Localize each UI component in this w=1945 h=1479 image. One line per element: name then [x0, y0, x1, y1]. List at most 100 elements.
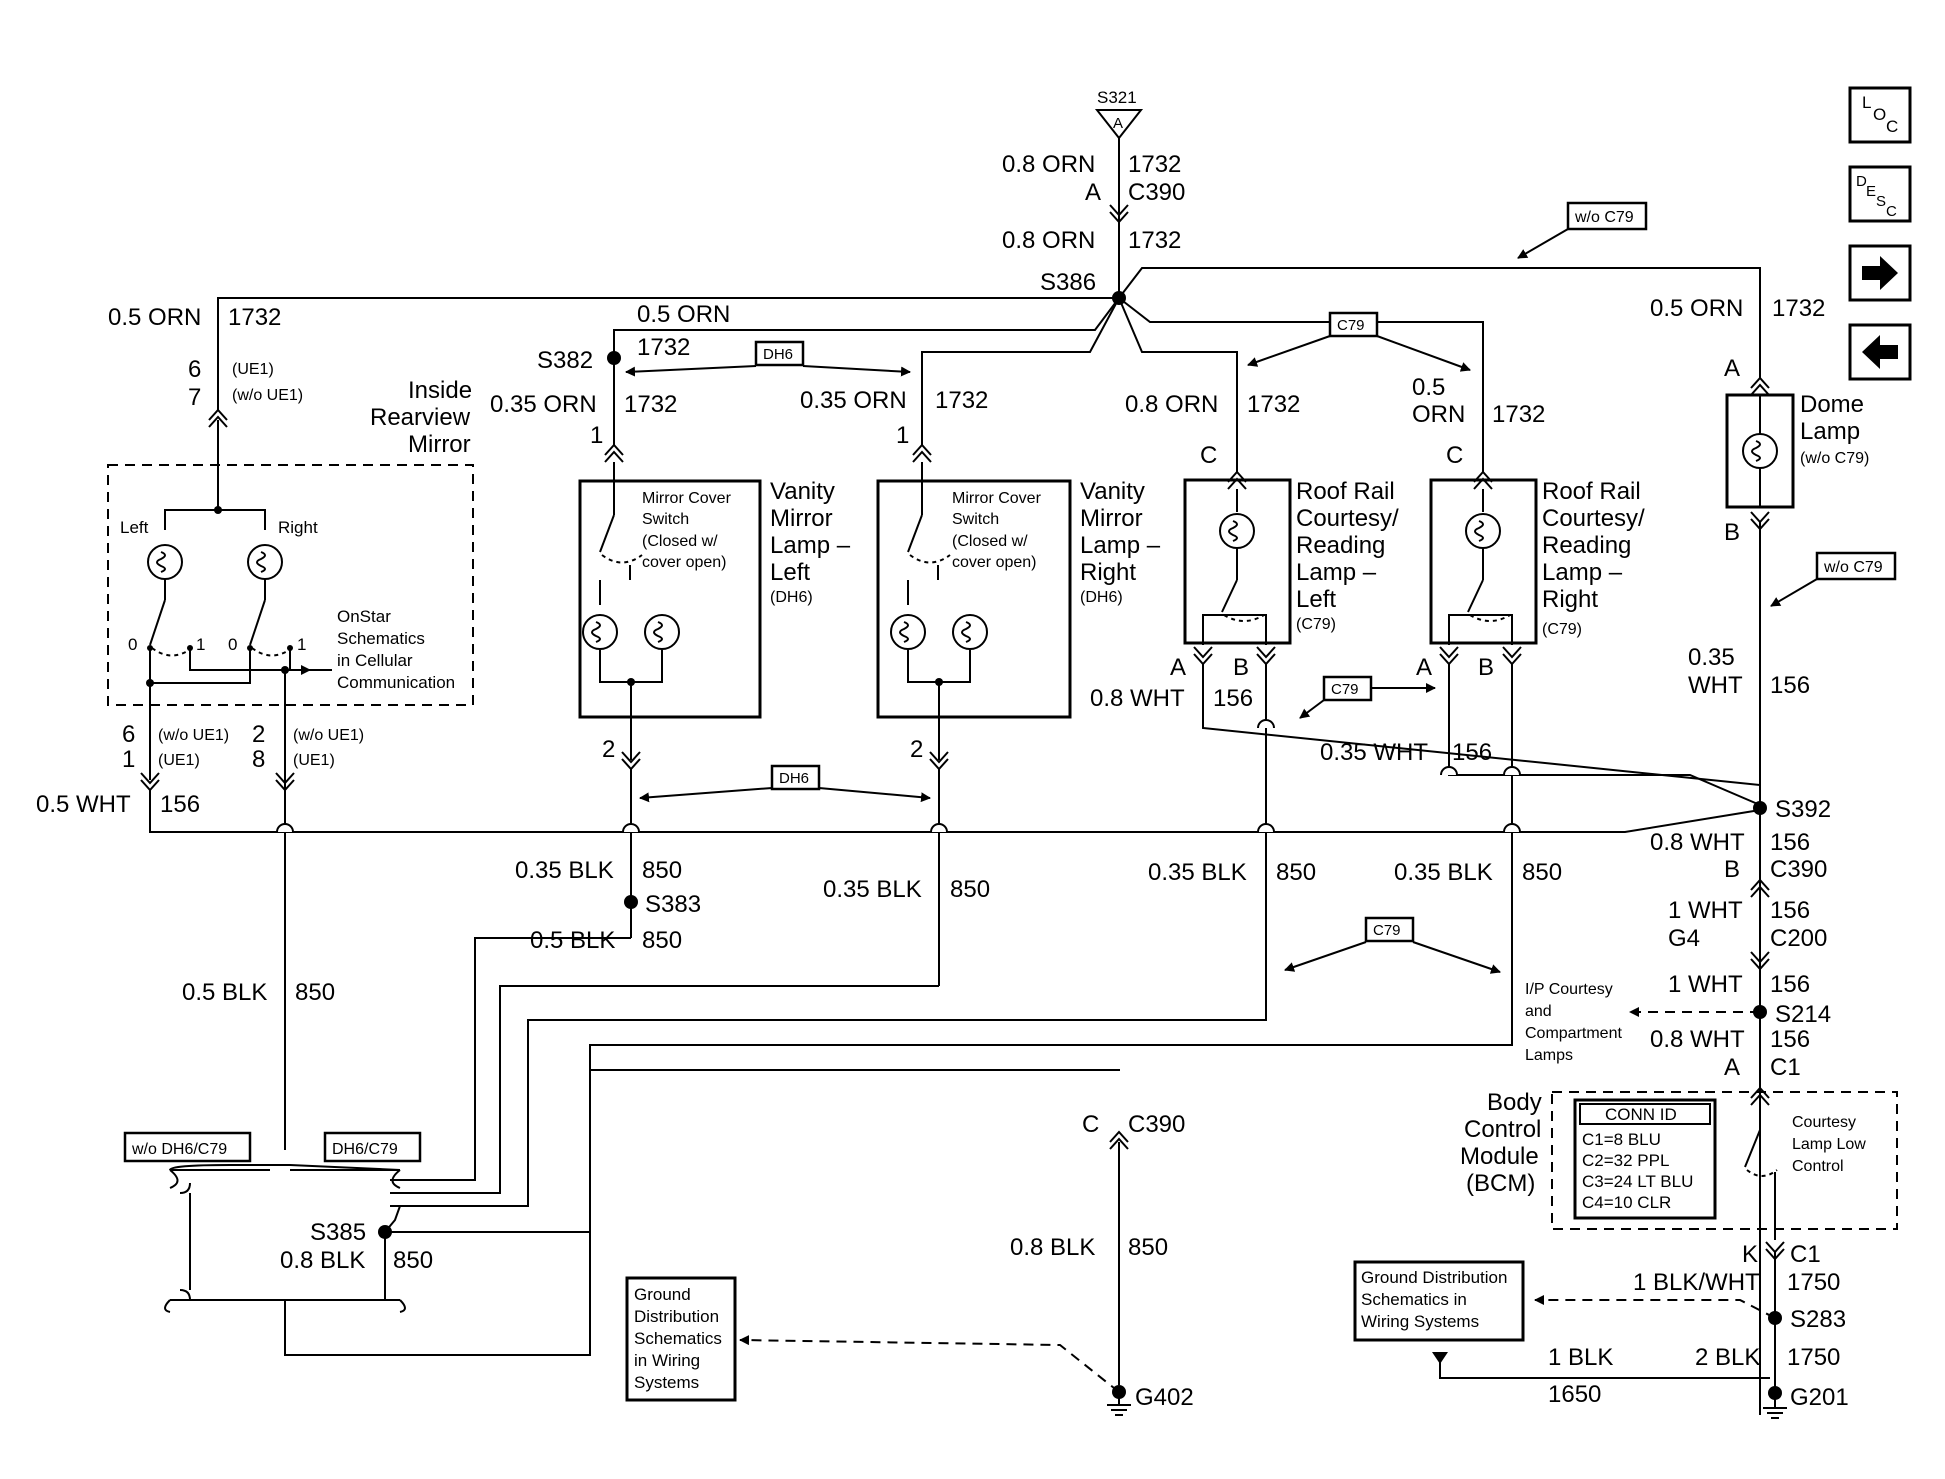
next-button[interactable]	[1848, 244, 1912, 302]
diagram-label: cover open)	[642, 554, 727, 571]
diagram-label: Control	[1464, 1116, 1541, 1143]
diagram-label: C390	[1128, 179, 1185, 206]
diagram-label: ORN	[1412, 401, 1465, 428]
diagram-label: w/o DH6/C79	[131, 1141, 227, 1158]
diagram-label: Ground Distribution	[1361, 1268, 1507, 1287]
diagram-label: 156	[1770, 971, 1810, 998]
bcm-box	[1551, 1091, 1898, 1230]
diagram-label: 6	[122, 721, 135, 748]
diagram-label: Courtesy/	[1296, 505, 1399, 532]
diagram-label: 1650	[1548, 1381, 1601, 1408]
diagram-label: Schematics	[634, 1329, 722, 1348]
desc-button[interactable]: D E S C	[1848, 165, 1912, 223]
diagram-label: 1750	[1787, 1344, 1840, 1371]
diagram-label: S	[1876, 193, 1886, 210]
diagram-label: Schematics	[337, 629, 425, 648]
ground-icon-g402	[1107, 1404, 1131, 1416]
diagram-label: G201	[1790, 1384, 1849, 1411]
diagram-label: (C79)	[1296, 616, 1336, 633]
diagram-label: Module	[1460, 1143, 1539, 1170]
diagram-label: DH6/C79	[332, 1141, 398, 1158]
diagram-label: 1	[896, 422, 909, 449]
diagram-label: (UE1)	[293, 752, 335, 769]
diagram-label: 0.35 BLK	[823, 876, 922, 903]
diagram-label: 850	[1128, 1234, 1168, 1261]
diagram-label: K	[1742, 1241, 1758, 1268]
diagram-label: B	[1724, 856, 1740, 883]
diagram-label: Ground	[634, 1285, 691, 1304]
diagram-label: in Cellular	[337, 651, 413, 670]
diagram-label: C1=8 BLU	[1582, 1130, 1661, 1149]
diagram-label: 156	[1452, 739, 1492, 766]
diagram-label: and	[1525, 1003, 1552, 1020]
diagram-label: 1732	[624, 391, 677, 418]
splice-s321-symbol	[1094, 109, 1144, 140]
arrow-right-icon	[1862, 256, 1898, 290]
diagram-label: 0.5	[1412, 374, 1445, 401]
diagram-label: Left	[120, 518, 149, 537]
arrow-left-icon	[1862, 335, 1898, 369]
vanity-right-box	[876, 479, 1072, 719]
diagram-label: S385	[310, 1219, 366, 1246]
loc-button[interactable]: L O C	[1848, 86, 1912, 144]
diagram-label: 156	[1770, 1026, 1810, 1053]
diagram-label: 0.8 WHT	[1090, 685, 1185, 712]
diagram-label: Control	[1792, 1158, 1844, 1175]
diagram-label: S392	[1775, 796, 1831, 823]
diagram-label: Dome	[1800, 391, 1864, 418]
diagram-label: Wiring Systems	[1361, 1312, 1479, 1331]
diagram-label: 0.5 WHT	[36, 791, 131, 818]
diagram-label: (w/o C79)	[1800, 450, 1869, 467]
diagram-label: w/o C79	[1574, 209, 1634, 226]
diagram-label: I/P Courtesy	[1525, 981, 1613, 998]
diagram-label: Reading	[1296, 532, 1385, 559]
diagram-label: 1750	[1787, 1269, 1840, 1296]
ground-dist-box-left	[625, 1276, 737, 1402]
diagram-label: 0.5 ORN	[1650, 295, 1743, 322]
diagram-label: 156	[1770, 829, 1810, 856]
diagram-label: B	[1233, 654, 1249, 681]
diagram-label: 0.8 ORN	[1125, 391, 1218, 418]
prev-button[interactable]	[1848, 323, 1912, 381]
diagram-label: 0.8 ORN	[1002, 151, 1095, 178]
diagram-label: (BCM)	[1466, 1170, 1535, 1197]
diagram-label: C390	[1128, 1111, 1185, 1138]
diagram-label: Distribution	[634, 1307, 719, 1326]
diagram-label: 0.8 BLK	[280, 1247, 365, 1274]
diagram-label: A	[1724, 1054, 1740, 1081]
diagram-label: Mirror	[1080, 505, 1143, 532]
diagram-label: Lamp –	[1296, 559, 1377, 586]
diagram-label: 0	[228, 635, 237, 654]
diagram-label: 7	[188, 384, 201, 411]
diagram-label: S386	[1040, 269, 1096, 296]
diagram-label: 1	[196, 635, 205, 654]
diagram-label: Vanity	[770, 478, 835, 505]
diagram-label: Mirror	[408, 431, 471, 458]
diagram-label: Right	[1080, 559, 1136, 586]
diagram-label: 8	[252, 746, 265, 773]
diagram-label: B	[1724, 519, 1740, 546]
diagram-label: 0.8 WHT	[1650, 829, 1745, 856]
diagram-label: E	[1866, 183, 1876, 200]
diagram-label: Switch	[642, 511, 689, 528]
diagram-label: Communication	[337, 673, 455, 692]
diagram-label: Body	[1487, 1089, 1542, 1116]
diagram-label: 0.5 ORN	[637, 301, 730, 328]
diagram-label: S283	[1790, 1306, 1846, 1333]
ground-icon	[1763, 1407, 1787, 1419]
diagram-label: A	[1113, 115, 1123, 132]
diagram-label: C	[1886, 203, 1897, 220]
diagram-label: OnStar	[337, 607, 391, 626]
diagram-label: 6	[188, 356, 201, 383]
diagram-label: C3=24 LT BLU	[1582, 1172, 1693, 1191]
diagram-label: (DH6)	[1080, 589, 1123, 606]
diagram-label: Right	[1542, 586, 1598, 613]
diagram-label: A	[1085, 179, 1101, 206]
diagram-label: 1732	[1128, 151, 1181, 178]
diagram-label: Compartment	[1525, 1025, 1622, 1042]
diagram-label: 1732	[935, 387, 988, 414]
diagram-label: Lamp –	[1542, 559, 1623, 586]
diagram-label: B	[1478, 654, 1494, 681]
diagram-label: 1732	[637, 334, 690, 361]
diagram-label: 1732	[1772, 295, 1825, 322]
